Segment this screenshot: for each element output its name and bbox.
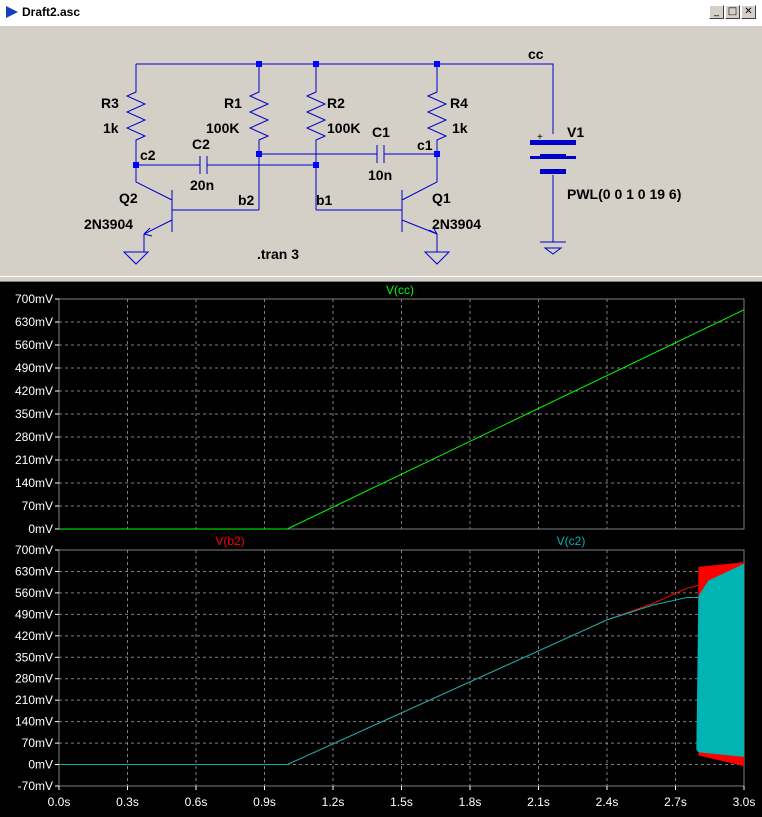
junction-dots	[133, 61, 440, 168]
y-tick-label: 280mV	[15, 672, 53, 686]
x-tick-label: 0.9s	[253, 795, 276, 809]
net-label-cc[interactable]: cc	[528, 46, 544, 62]
q1-name[interactable]: Q1	[432, 190, 451, 206]
y-tick-label: 420mV	[15, 629, 53, 643]
y-tick-label: 350mV	[15, 407, 53, 421]
q1-value[interactable]: 2N3904	[432, 216, 481, 232]
c1-name[interactable]: C1	[372, 124, 390, 140]
y-tick-label: 0mV	[28, 522, 53, 536]
y-tick-label: 140mV	[15, 476, 53, 490]
q2-name[interactable]: Q2	[119, 190, 138, 206]
svg-text:+: +	[537, 132, 543, 143]
y-tick-label: 700mV	[15, 543, 53, 557]
y-tick-label: 0mV	[28, 758, 53, 772]
r1-value[interactable]: 100K	[206, 120, 239, 136]
r4-value[interactable]: 1k	[452, 120, 468, 136]
y-tick-label: 210mV	[15, 693, 53, 707]
y-tick-label: 490mV	[15, 607, 53, 621]
close-button[interactable]: ✕	[741, 5, 756, 19]
y-tick-label: 630mV	[15, 315, 53, 329]
net-label-c2[interactable]: c2	[140, 147, 156, 163]
trace-vcc	[59, 309, 745, 530]
r3-name[interactable]: R3	[101, 95, 119, 111]
y-tick-label: -70mV	[18, 779, 53, 793]
x-tick-label: 1.8s	[459, 795, 482, 809]
net-label-c1[interactable]: c1	[417, 137, 433, 153]
y-tick-label: 630mV	[15, 564, 53, 578]
y-tick-label: 280mV	[15, 430, 53, 444]
v1-source-symbol: +	[530, 132, 576, 174]
x-tick-label: 2.1s	[527, 795, 550, 809]
x-axis-ticks: 0.0s 0.3s 0.6s 0.9s 1.2s 1.5s 1.8s 2.1s 2.4s 2.7s…	[48, 786, 756, 809]
y-tick-label: 70mV	[22, 736, 53, 750]
window-title: Draft2.asc	[22, 5, 81, 19]
bottom-pane-y-ticks: 700mV 630mV 560mV 490mV 420mV 350mV 280mV 210mV…	[15, 543, 59, 793]
y-tick-label: 560mV	[15, 586, 53, 600]
maximize-button[interactable]: □	[725, 5, 740, 19]
r2-name[interactable]: R2	[327, 95, 345, 111]
waveform-viewer[interactable]: 700mV 630mV 560mV 490mV 420mV 350mV 280mV 210mV…	[0, 282, 762, 817]
c2-name[interactable]: C2	[192, 136, 210, 152]
y-tick-label: 420mV	[15, 384, 53, 398]
r2-value[interactable]: 100K	[327, 120, 360, 136]
pane-splitter[interactable]	[0, 276, 762, 282]
bottom-pane-grid	[59, 550, 744, 786]
r1-name[interactable]: R1	[224, 95, 242, 111]
y-tick-label: 560mV	[15, 338, 53, 352]
top-pane-y-ticks: 700mV 630mV 560mV 490mV 420mV 350mV 280mV 210mV…	[15, 292, 59, 536]
minimize-button[interactable]: _	[709, 5, 724, 19]
x-tick-label: 0.0s	[48, 795, 71, 809]
r4-name[interactable]: R4	[450, 95, 468, 111]
x-tick-label: 2.4s	[596, 795, 619, 809]
y-tick-label: 140mV	[15, 715, 53, 729]
top-pane-grid	[59, 299, 744, 529]
trace-label-vb2[interactable]: V(b2)	[215, 534, 244, 548]
trace-label-vcc[interactable]: V(cc)	[386, 283, 414, 297]
schematic-wires	[122, 63, 566, 265]
x-tick-label: 0.6s	[185, 795, 208, 809]
window-titlebar[interactable]: Draft2.asc _ □ ✕	[0, 0, 762, 27]
trace-vc2	[59, 597, 699, 766]
x-tick-label: 3.0s	[733, 795, 756, 809]
net-label-b1[interactable]: b1	[316, 192, 333, 208]
x-tick-label: 2.7s	[664, 795, 687, 809]
trace-label-vc2[interactable]: V(c2)	[557, 534, 586, 548]
c1-value[interactable]: 10n	[368, 167, 392, 183]
y-tick-label: 350mV	[15, 650, 53, 664]
x-tick-label: 1.2s	[322, 795, 345, 809]
y-tick-label: 490mV	[15, 361, 53, 375]
y-tick-label: 700mV	[15, 292, 53, 306]
v1-name[interactable]: V1	[567, 124, 584, 140]
q2-value[interactable]: 2N3904	[84, 216, 133, 232]
schematic-canvas[interactable]: + cc R3 1k R1 100K R2 100K R4 1k C2 20n …	[0, 26, 762, 276]
net-label-b2[interactable]: b2	[238, 192, 255, 208]
x-tick-label: 0.3s	[116, 795, 139, 809]
x-tick-label: 1.5s	[390, 795, 413, 809]
c2-value[interactable]: 20n	[190, 177, 214, 193]
waveform-pane-bottom[interactable]: 700mV 630mV 560mV 490mV 420mV 350mV 280mV 210mV…	[15, 534, 745, 793]
v1-value[interactable]: PWL(0 0 1 0 19 6)	[567, 186, 681, 202]
waveform-pane-top[interactable]: 700mV 630mV 560mV 490mV 420mV 350mV 280mV 210mV…	[15, 283, 745, 536]
trace-vc2-oscillation-band	[696, 563, 744, 757]
tran-directive[interactable]: .tran 3	[257, 246, 299, 262]
r3-value[interactable]: 1k	[103, 120, 119, 136]
app-icon	[6, 6, 18, 18]
y-tick-label: 210mV	[15, 453, 53, 467]
y-tick-label: 70mV	[22, 499, 53, 513]
